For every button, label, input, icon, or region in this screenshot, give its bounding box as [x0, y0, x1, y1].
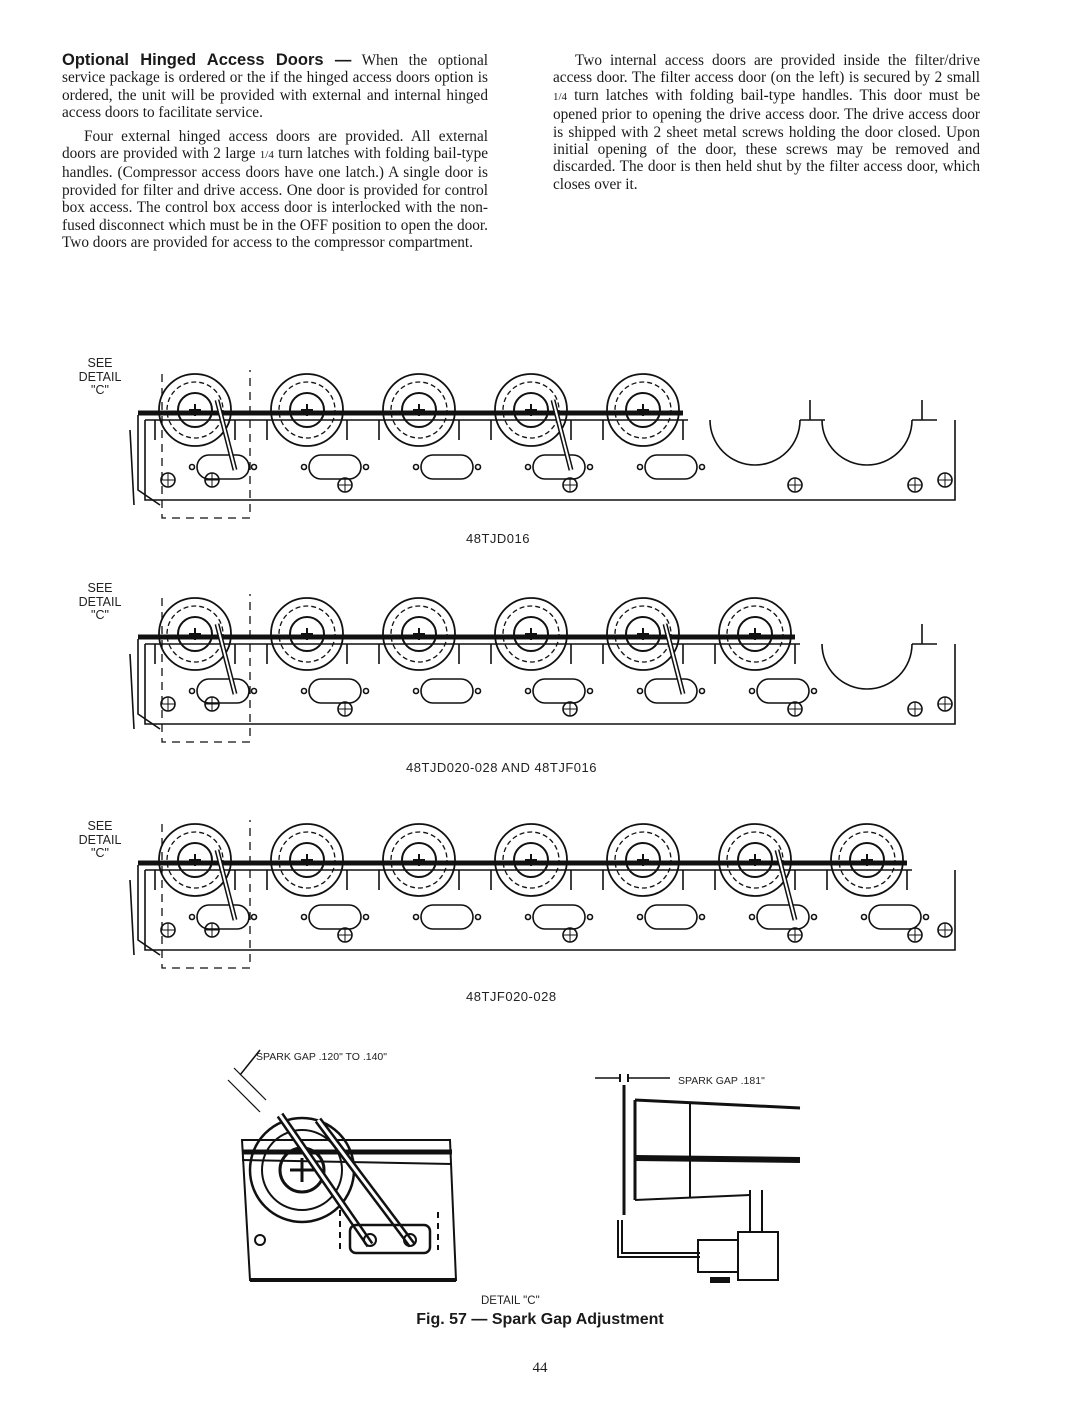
paragraph-internal-doors: Two internal access doors are provided i… — [553, 52, 980, 193]
paragraph-text: When the optional service package is ord… — [62, 52, 488, 122]
burner-assembly-diagram — [129, 594, 956, 743]
see-detail-label: SEE DETAIL "C" — [70, 581, 130, 623]
section-heading: Optional Hinged Access Doors — — [62, 51, 352, 69]
model-label: 48TJD016 — [466, 531, 530, 546]
detail-c-side-view — [595, 1074, 801, 1283]
see-line: DETAIL — [78, 369, 122, 384]
paragraph-hinged-doors-intro: Optional Hinged Access Doors — When the … — [62, 51, 488, 122]
model-label: 48TJD020-028 AND 48TJF016 — [406, 760, 597, 775]
paragraph-external-doors: Four external hinged access doors are pr… — [62, 128, 488, 252]
burner-assembly-diagram — [129, 370, 956, 519]
fraction: 1/4 — [553, 90, 568, 103]
see-line: SEE — [87, 819, 113, 833]
paragraph-text: Four external hinged access doors are pr… — [62, 127, 488, 163]
burner-assembly-diagram — [129, 820, 956, 969]
right-text-column: Two internal access doors are provided i… — [553, 52, 980, 199]
left-text-column: Optional Hinged Access Doors — When the … — [62, 51, 488, 257]
see-line: "C" — [91, 608, 109, 622]
fraction: 1/4 — [259, 149, 274, 162]
see-line: DETAIL — [78, 594, 122, 609]
see-line: "C" — [91, 846, 109, 860]
see-detail-label: SEE DETAIL "C" — [70, 819, 130, 861]
see-line: SEE — [87, 581, 113, 595]
detail-c-label: DETAIL "C" — [481, 1295, 540, 1307]
paragraph-text: turn latches with folding bail-type hand… — [62, 145, 489, 252]
see-line: DETAIL — [78, 832, 122, 847]
see-line: "C" — [91, 383, 109, 397]
model-label: 48TJF020-028 — [466, 989, 557, 1004]
see-line: SEE — [87, 356, 113, 370]
paragraph-text: Two internal access doors are provided i… — [553, 52, 980, 87]
paragraph-text: turn latches with folding bail-type hand… — [553, 86, 980, 193]
page-number: 44 — [532, 1360, 548, 1376]
spark-gap-right-label: SPARK GAP .181" — [678, 1075, 765, 1087]
spark-gap-left-label: SPARK GAP .120" TO .140" — [256, 1051, 387, 1063]
see-detail-label: SEE DETAIL "C" — [70, 356, 130, 398]
detail-c-igniter-view — [227, 1049, 458, 1282]
figure-caption: Fig. 57 — Spark Gap Adjustment — [416, 1311, 664, 1328]
